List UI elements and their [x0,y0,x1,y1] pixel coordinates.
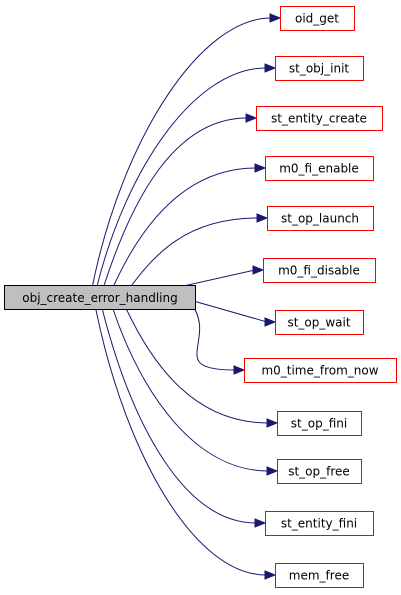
call-edge [109,167,257,295]
callee-node-box [265,156,374,181]
callee-node[interactable]: st_obj_init [275,56,364,81]
callee-node[interactable]: st_op_free [277,459,362,484]
arrow-head [269,13,282,23]
callee-node-label: st_op_free [288,465,350,479]
callee-node-box [277,411,362,436]
callee-node-box [277,459,362,484]
callee-node-box [275,563,364,588]
call-edge [91,17,272,289]
callee-node-label: st_obj_init [289,62,350,76]
callee-node[interactable]: st_op_wait [275,310,364,335]
callee-node-box [256,106,383,131]
callee-node[interactable]: m0_fi_disable [263,258,376,283]
callee-node-label: m0_fi_enable [279,162,359,176]
callee-node-box [265,511,374,536]
callee-node[interactable]: m0_fi_enable [265,156,374,181]
call-edges [91,13,282,580]
root-node-label: obj_create_error_handling [22,291,178,305]
callee-node[interactable]: st_op_fini [277,411,362,436]
callee-node-box [280,6,355,31]
arrow-head [233,365,246,375]
arrow-head [266,418,279,428]
callee-node[interactable]: st_entity_fini [265,511,374,536]
call-edge [123,303,269,424]
call-edge [189,301,236,371]
callee-node-box [275,310,364,335]
call-edge [189,299,268,323]
root-node[interactable]: obj_create_error_handling [4,285,196,310]
arrow-head [252,265,265,275]
call-edge [95,309,267,576]
callee-node-label: m0_fi_disable [278,264,360,278]
callee-node-box [244,358,397,383]
arrow-head [254,163,267,173]
callee-node[interactable]: st_op_launch [267,206,374,231]
callee-node[interactable]: oid_get [280,6,355,31]
root-node-box [4,285,196,310]
callee-node-label: st_entity_fini [281,517,357,531]
arrow-head [266,466,279,476]
callee-node-label: st_op_fini [291,417,347,431]
call-edge [101,307,257,524]
call-edge [123,217,259,297]
arrow-head [254,518,267,528]
callee-node-label: st_op_wait [287,316,350,330]
callee-node-label: mem_free [289,569,349,583]
arrow-head [256,213,269,223]
callee-node-label: m0_time_from_now [261,364,378,378]
arrow-head [245,113,258,123]
callee-node[interactable]: m0_time_from_now [244,358,397,383]
callee-nodes: oid_get st_obj_init st_entity_create m0_fi_… [244,6,397,588]
call-edge [111,305,269,472]
arrow-head [264,317,277,327]
call-edge [101,117,248,293]
callee-node-label: st_op_launch [281,212,359,226]
callee-node[interactable]: st_entity_create [256,106,383,131]
callee-node-box [263,258,376,283]
call-edge [95,67,267,291]
callee-node-box [267,206,374,231]
callee-node-label: st_entity_create [271,112,367,126]
arrow-head [264,570,277,580]
arrow-head [264,63,277,73]
callee-node-box [275,56,364,81]
callee-node-label: oid_get [295,12,339,26]
callee-node[interactable]: mem_free [275,563,364,588]
